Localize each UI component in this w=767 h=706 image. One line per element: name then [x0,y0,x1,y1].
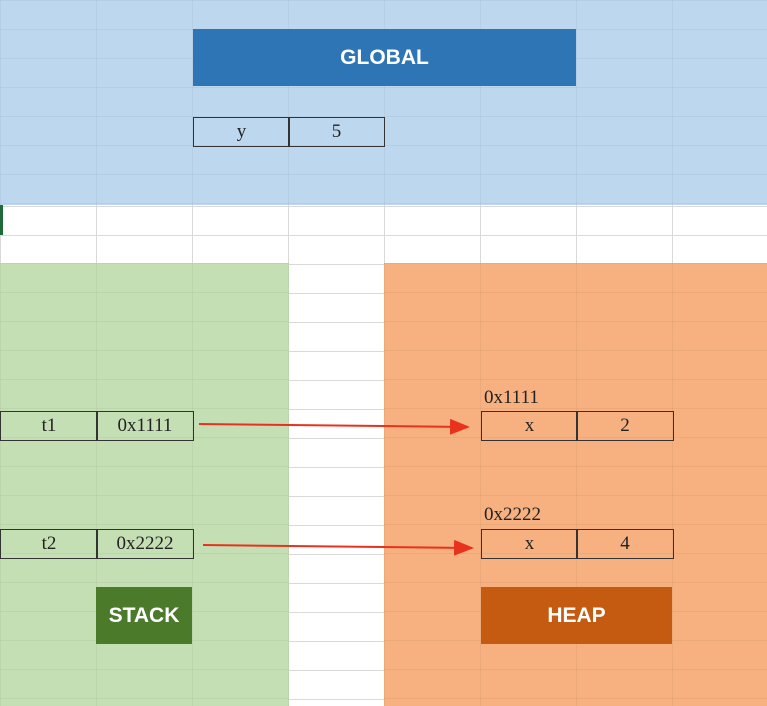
heap-object-field-2: x [481,529,578,559]
arrow-t1-to-heap [198,418,470,435]
stack-entry-value-t2: 0x2222 [96,529,194,559]
arrow-t2-to-heap [202,539,474,556]
heap-object-value-2: 4 [576,529,674,559]
heap-object-address-2: 0x2222 [484,504,541,525]
stack-entry-name-t1: t1 [0,411,98,441]
stack-entry-value-t1: 0x1111 [96,411,194,441]
stack-entry-name-t2: t2 [0,529,98,559]
heap-title: HEAP [481,587,672,644]
stack-title: STACK [96,587,192,644]
heap-object-value-1: 2 [576,411,674,441]
global-var-name: y [193,117,290,147]
global-title: GLOBAL [193,29,576,86]
cell-cursor [0,205,3,235]
heap-object-address-1: 0x1111 [484,387,539,408]
heap-region [384,263,767,706]
heap-object-field-1: x [481,411,578,441]
global-var-value: 5 [288,117,385,147]
